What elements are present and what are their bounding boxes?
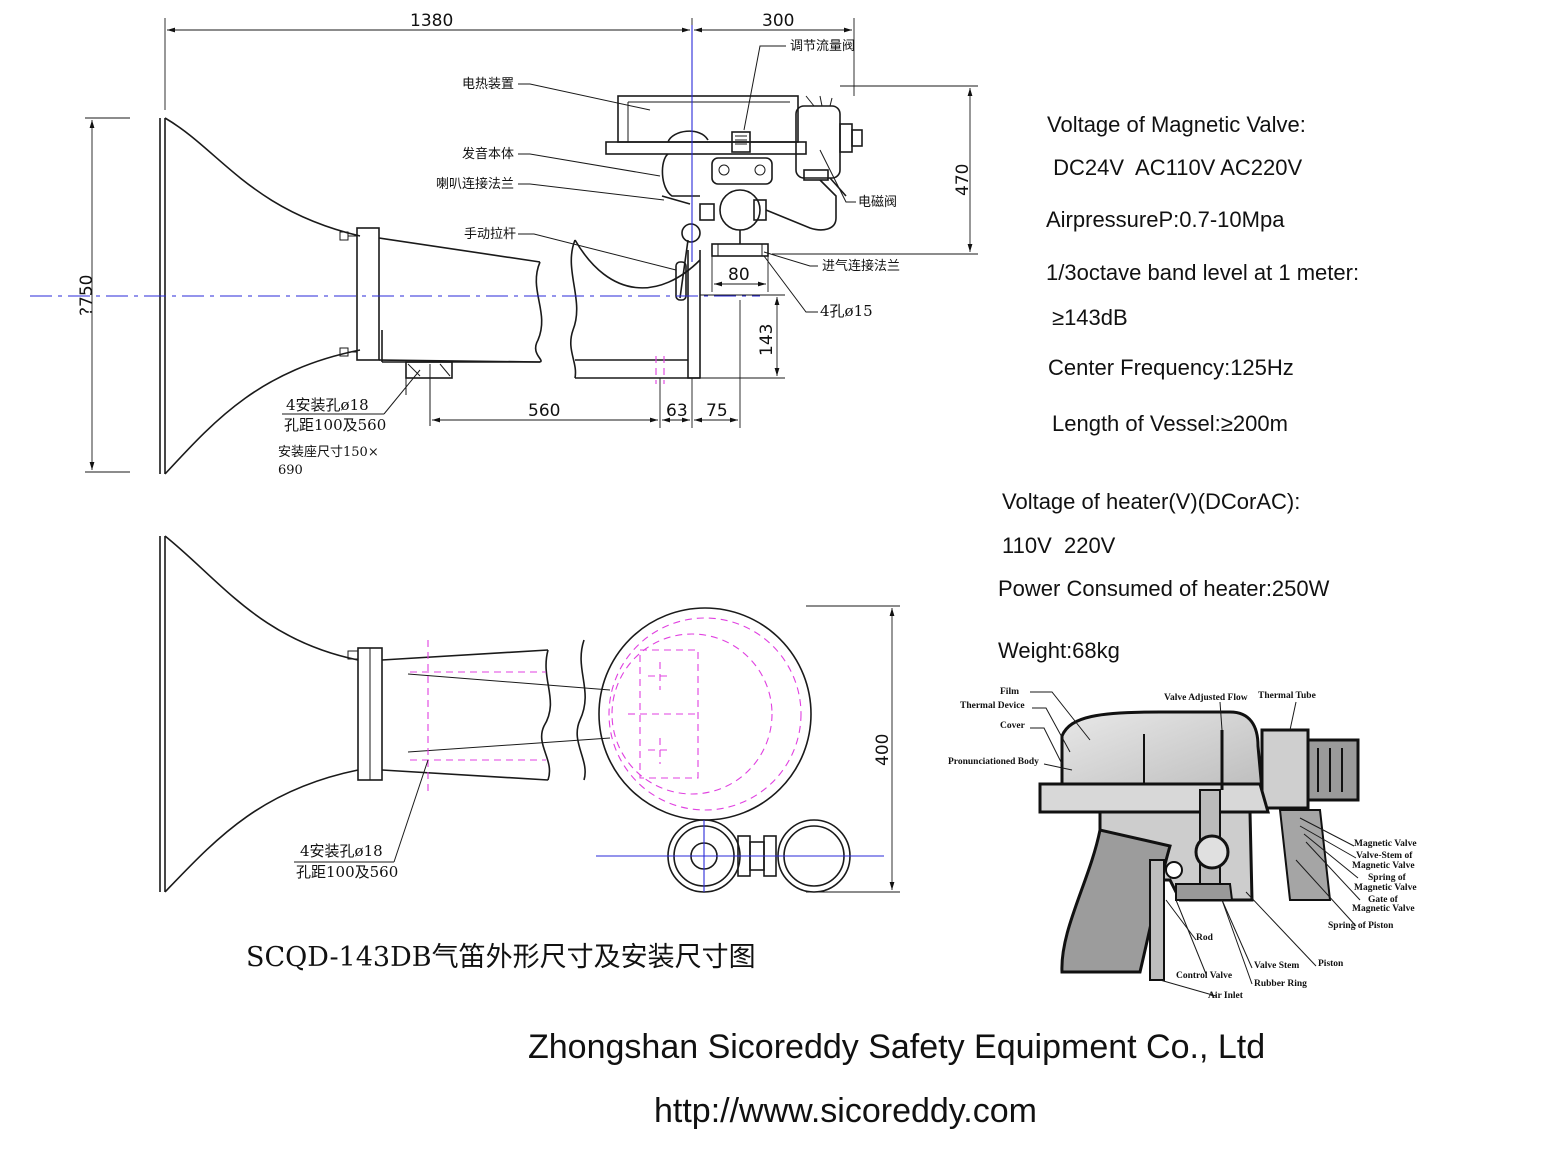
support-bracket [687, 250, 701, 379]
label-manual-rod: 手动拉杆 [464, 227, 516, 242]
label-mount-holes-bottom: 4安装孔ø18 [300, 842, 383, 860]
label-flow-valve: 调节流量阀 [790, 39, 855, 54]
photo-label-valve-stem-2: Magnetic Valve [1352, 861, 1415, 871]
dimension-80: 80 [711, 256, 769, 292]
dimension-bottom-row: 560 63 75 [432, 300, 741, 428]
photo-label-valve-stem: Valve Stem [1254, 961, 1299, 971]
photo-label-spring-2: Magnetic Valve [1354, 883, 1417, 893]
photo-leaders [1030, 691, 1361, 997]
cutaway-artwork [1038, 710, 1360, 981]
dim-300-label: 300 [762, 11, 794, 31]
dim-1380-label: 1380 [410, 11, 453, 31]
label-seat-size-1: 安装座尺寸150× [278, 445, 379, 460]
photo-label-control-valve: Control Valve [1176, 971, 1232, 981]
horn-flange [339, 227, 380, 361]
dimension-1380: 1380 [164, 11, 693, 110]
spec-magnetic-valve-title: Voltage of Magnetic Valve: [1047, 112, 1306, 137]
photo-label-gate-1: Gate of [1368, 895, 1399, 905]
label-inlet-flange: 进气连接法兰 [822, 258, 900, 274]
solenoid-valve [765, 95, 863, 231]
drawing-title: SCQD-143DB气笛外形尺寸及安装尺寸图 [246, 942, 756, 973]
spec-air-pressure: AirpressureP:0.7-10Mpa [1046, 207, 1285, 232]
label-hole-pitch-top: 孔距100及560 [284, 416, 386, 434]
spec-heater-voltage-title: Voltage of heater(V)(DCorAC): [1002, 489, 1300, 514]
dimension-750: ?750 [77, 117, 130, 473]
dim-560-label: 560 [528, 401, 560, 421]
tube-plan [381, 639, 611, 792]
dim-400-label: 400 [873, 734, 893, 766]
label-solenoid: 电磁阀 [858, 195, 897, 210]
photo-label-thermal-tube: Thermal Tube [1258, 691, 1316, 701]
photo-label-thermal-device: Thermal Device [960, 701, 1025, 711]
photo-label-valve-adjusted-flow: Valve Adjusted Flow [1164, 693, 1248, 703]
photo-label-film: Film [1000, 687, 1019, 697]
photo-label-rubber-ring: Rubber Ring [1254, 979, 1307, 989]
dim-75-label: 75 [706, 401, 728, 421]
label-mount-holes-top: 4安装孔ø18 [286, 396, 369, 414]
dim-80-label: 80 [728, 265, 750, 285]
mounting-notes-bottom: 4安装孔ø18 孔距100及560 [294, 759, 429, 881]
photo-label-spring-1: Spring of [1368, 873, 1407, 883]
spec-frequency: Center Frequency:125Hz [1048, 355, 1294, 380]
label-holes-15: 4孔ø15 [820, 302, 873, 320]
photo-label-valve-stem-1: Valve-Stem of [1356, 851, 1413, 861]
photo-label-pronunciationed-body: Pronunciationed Body [948, 757, 1039, 767]
photo-label-air-inlet: Air Inlet [1208, 991, 1244, 1001]
specifications: Voltage of Magnetic Valve: DC24V AC110V … [998, 112, 1359, 663]
dimension-143: 143 [700, 294, 785, 379]
dim-470-label: 470 [953, 164, 973, 196]
photo-label-spring-piston: Spring of Piston [1328, 921, 1394, 931]
dim-143-label: 143 [757, 324, 777, 356]
mounting-notes-top: 4安装孔ø18 孔距100及560 安装座尺寸150× 690 [278, 369, 421, 478]
photo-labels: Film Thermal Device Cover Pronunciatione… [948, 687, 1417, 1001]
label-seat-size-2: 690 [278, 463, 303, 478]
dim-63-label: 63 [666, 401, 688, 421]
company-url[interactable]: http://www.sicoreddy.com [654, 1092, 1037, 1130]
label-body: 发音本体 [462, 146, 514, 162]
horn-tube [378, 237, 701, 379]
callouts-top: 调节流量阀 电热装置 发音本体 喇叭连接法兰 手动拉杆 电磁阀 进气连接法兰 4… [436, 39, 900, 320]
spec-weight: Weight:68kg [998, 638, 1120, 663]
cutaway-illustration: Film Thermal Device Cover Pronunciatione… [948, 687, 1417, 1001]
horn-bell-plan [159, 535, 359, 893]
spec-heater-voltage-values: 110V 220V [1002, 533, 1116, 558]
spec-vessel-length: Length of Vessel:≥200m [1052, 411, 1288, 436]
flange-plan [347, 647, 383, 781]
dimension-470: 470 [772, 85, 978, 255]
body-circle-plan [598, 607, 812, 821]
dimension-300: 300 [694, 11, 855, 96]
label-heater: 电热装置 [462, 77, 514, 92]
heater-housing [605, 95, 807, 301]
label-hole-pitch-bottom: 孔距100及560 [296, 863, 398, 881]
side-elevation-view: 1380 300 ?750 [30, 11, 978, 478]
dimension-400: 400 [806, 605, 900, 893]
plan-view: 400 4安装孔ø18 孔距100及560 [159, 535, 900, 893]
spec-octave-title: 1/3octave band level at 1 meter: [1046, 260, 1359, 285]
photo-label-gate-2: Magnetic Valve [1352, 904, 1415, 914]
photo-label-cover: Cover [1000, 721, 1026, 731]
spec-magnetic-valve-values: DC24V AC110V AC220V [1047, 155, 1303, 180]
dim-750-label: ?750 [77, 275, 97, 316]
photo-label-magnetic-valve: Magnetic Valve [1354, 839, 1417, 849]
spec-db: ≥143dB [1052, 305, 1128, 330]
photo-label-piston: Piston [1318, 959, 1344, 969]
spec-heater-power: Power Consumed of heater:250W [998, 576, 1330, 601]
inlet-fittings-plan [596, 819, 884, 893]
photo-label-rod: Rod [1196, 933, 1214, 943]
label-horn-flange: 喇叭连接法兰 [436, 176, 514, 192]
company-name: Zhongshan Sicoreddy Safety Equipment Co.… [528, 1028, 1265, 1066]
